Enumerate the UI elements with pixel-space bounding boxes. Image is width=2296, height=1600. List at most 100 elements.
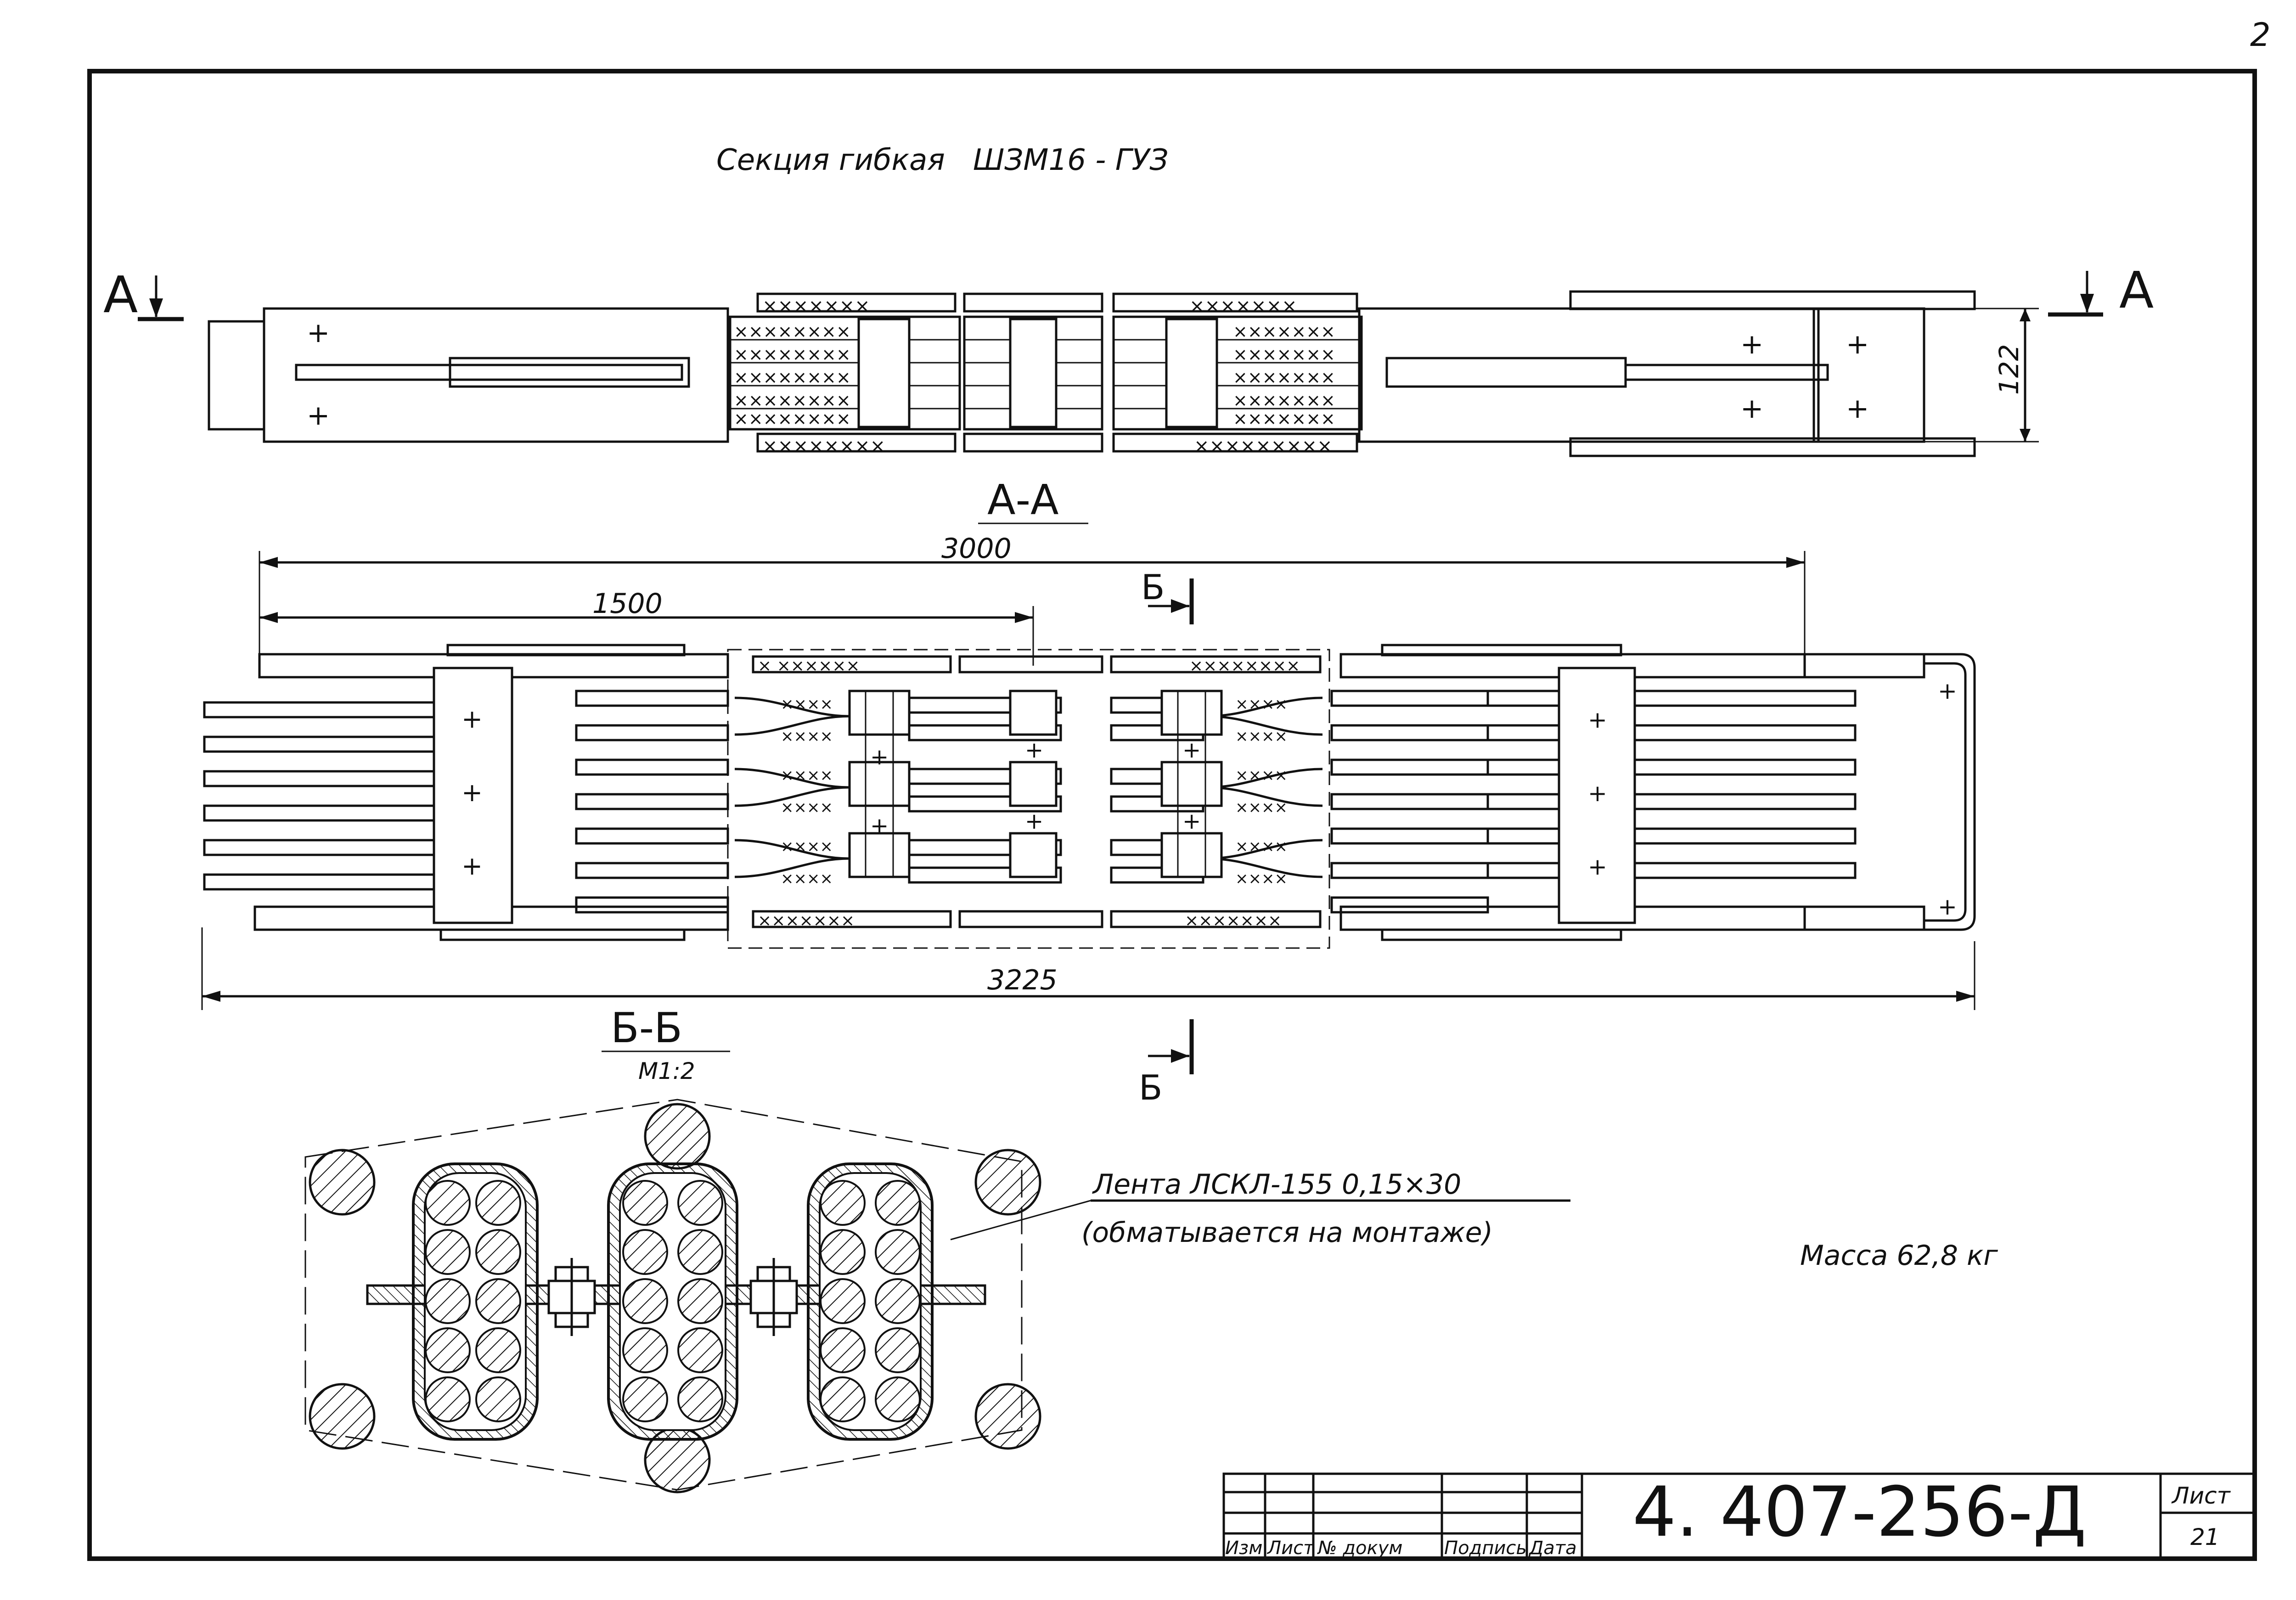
callout-tape: Лента ЛСКЛ-155 0,15×30 bbox=[1092, 1168, 1461, 1201]
svg-text:+: + bbox=[461, 778, 483, 807]
svg-text:×××××××: ××××××× bbox=[1185, 911, 1282, 930]
svg-text:××××: ×××× bbox=[1235, 727, 1288, 746]
svg-text:+: + bbox=[1846, 393, 1869, 425]
section-aa-label: А-А bbox=[987, 476, 1059, 524]
section-aa: А-А 3000 1500 Б × ×× bbox=[201, 476, 1976, 1108]
round-wire bbox=[677, 1229, 723, 1275]
svg-text:××××××××: ×××××××× bbox=[1189, 657, 1300, 675]
svg-text:+: + bbox=[1588, 707, 1607, 733]
section-bb-label: Б-Б bbox=[611, 1004, 682, 1052]
drawing-frame bbox=[87, 69, 2257, 1561]
aa-right-bars: + + + + + bbox=[1330, 653, 1976, 931]
round-wire bbox=[425, 1180, 471, 1226]
svg-text:×××××××: ××××××× bbox=[1233, 367, 1335, 387]
section-marker-a-right: А bbox=[2119, 261, 2154, 320]
round-wire bbox=[820, 1376, 866, 1422]
svg-text:× ××××××: × ×××××× bbox=[758, 657, 860, 675]
svg-text:××××: ×××× bbox=[1235, 695, 1288, 713]
svg-text:+: + bbox=[307, 399, 330, 432]
sheet-number: 21 bbox=[2190, 1524, 2220, 1550]
svg-text:+: + bbox=[1938, 893, 1957, 920]
cut-marker-b-top: Б bbox=[1141, 567, 1165, 607]
plan-bundle-left: ×××××××× ×××××××× ×××××××× ×××××××× ××××… bbox=[729, 315, 961, 431]
round-wire bbox=[820, 1327, 866, 1373]
svg-text:+: + bbox=[1025, 808, 1043, 834]
svg-text:××××: ×××× bbox=[1235, 870, 1288, 888]
dim-height-122: 122 bbox=[1993, 344, 2025, 395]
svg-text:+: + bbox=[1740, 393, 1763, 425]
cut-marker-b-bottom: Б bbox=[1139, 1067, 1162, 1108]
round-wire bbox=[677, 1180, 723, 1226]
svg-text:+: + bbox=[1182, 808, 1201, 834]
round-wire bbox=[875, 1278, 921, 1324]
round-wire bbox=[425, 1229, 471, 1275]
round-wire bbox=[820, 1229, 866, 1275]
corner-sheet-mark: 2 bbox=[2250, 16, 2271, 54]
svg-text:××××: ×××× bbox=[1235, 798, 1288, 817]
aa-flex-strips: ×××× ×××× ×××× ×××× ×××× ×××× ×××× bbox=[734, 690, 1323, 888]
svg-text:××××××××: ×××××××× bbox=[734, 367, 851, 387]
svg-text:×××××××: ××××××× bbox=[1233, 321, 1335, 342]
svg-text:+: + bbox=[307, 317, 330, 349]
round-wire bbox=[820, 1180, 866, 1226]
round-wire bbox=[475, 1278, 521, 1324]
svg-text:+: + bbox=[1938, 678, 1957, 704]
sheet-label: Лист bbox=[2171, 1482, 2231, 1509]
svg-text:××××: ×××× bbox=[781, 798, 833, 817]
svg-text:×××××××: ××××××× bbox=[1189, 296, 1297, 317]
svg-text:+: + bbox=[1182, 737, 1201, 763]
conductor-pack-middle bbox=[607, 1162, 738, 1441]
plan-bundle-middle bbox=[963, 315, 1103, 431]
round-wire bbox=[475, 1229, 521, 1275]
round-wire bbox=[475, 1180, 521, 1226]
round-wire bbox=[875, 1376, 921, 1422]
aa-left-bars: + + + bbox=[203, 667, 729, 924]
header-list: Лист bbox=[1266, 1538, 1315, 1559]
round-wire bbox=[425, 1327, 471, 1373]
conductor-pack-right bbox=[807, 1162, 934, 1441]
svg-text:××××: ×××× bbox=[1235, 837, 1288, 856]
svg-text:+: + bbox=[870, 744, 889, 770]
svg-text:×××××××: ××××××× bbox=[1233, 390, 1335, 410]
round-wire bbox=[622, 1229, 668, 1275]
svg-text:××××××××: ×××××××× bbox=[734, 409, 851, 429]
svg-text:××××: ×××× bbox=[781, 695, 833, 713]
round-wire bbox=[875, 1229, 921, 1275]
svg-text:××××: ×××× bbox=[1235, 766, 1288, 785]
bolt-right bbox=[749, 1258, 798, 1336]
section-marker-a-left: А bbox=[103, 265, 138, 324]
svg-text:×××××××: ××××××× bbox=[1233, 409, 1335, 429]
callout-note: (обматывается на монтаже) bbox=[1081, 1217, 1493, 1249]
round-wire bbox=[475, 1376, 521, 1422]
dim-1500: 1500 bbox=[592, 588, 663, 620]
svg-text:+: + bbox=[1025, 737, 1043, 763]
svg-text:××××: ×××× bbox=[781, 870, 833, 888]
drawing-designation: 4. 407-256-Д bbox=[1632, 1472, 2087, 1552]
header-izm: Изм bbox=[1225, 1538, 1262, 1559]
svg-text:×××××××: ××××××× bbox=[758, 911, 855, 930]
drawing-title: Секция гибкая ШЗМ16 - ГУЗ bbox=[716, 143, 1168, 177]
svg-text:××××××××: ×××××××× bbox=[734, 321, 851, 342]
svg-text:+: + bbox=[461, 851, 483, 881]
conductor-pack-left bbox=[412, 1162, 539, 1441]
outer-round-conductors bbox=[309, 1103, 1041, 1493]
title-block: Изм Лист № докум Подпись Дата 4. 407-256… bbox=[1222, 1472, 2256, 1560]
svg-text:+: + bbox=[461, 704, 483, 734]
round-wire bbox=[425, 1278, 471, 1324]
bolt-left bbox=[547, 1258, 596, 1336]
round-wire bbox=[677, 1327, 723, 1373]
svg-text:+: + bbox=[1588, 853, 1607, 880]
mass-label: Масса 62,8 кг bbox=[1800, 1240, 1998, 1272]
round-wire bbox=[425, 1376, 471, 1422]
round-wire bbox=[475, 1327, 521, 1373]
header-date: Дата bbox=[1528, 1538, 1577, 1559]
header-doc: № докум bbox=[1317, 1538, 1402, 1559]
dim-3225: 3225 bbox=[987, 964, 1058, 996]
svg-text:+: + bbox=[1846, 328, 1869, 360]
round-wire bbox=[622, 1376, 668, 1422]
round-wire bbox=[820, 1278, 866, 1324]
svg-text:××××××××: ×××××××× bbox=[762, 436, 885, 457]
svg-text:××××: ×××× bbox=[781, 727, 833, 746]
svg-text:+: + bbox=[870, 813, 889, 839]
